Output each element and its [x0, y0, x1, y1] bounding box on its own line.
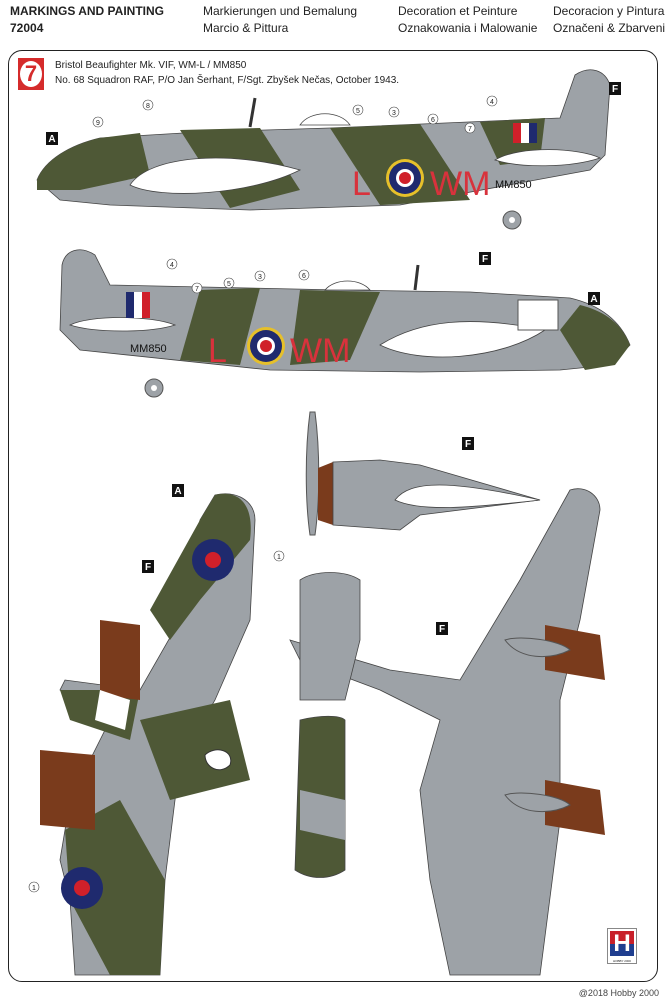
serial-right: MM850 — [130, 343, 167, 355]
svg-text:5: 5 — [227, 281, 231, 288]
svg-text:6: 6 — [431, 117, 435, 124]
svg-text:7: 7 — [195, 286, 199, 293]
header-english: MARKINGS AND PAINTING 72004 — [10, 3, 164, 37]
callout-f-1: F — [609, 82, 621, 95]
header-fr-pl: Decoration et Peinture Oznakowania i Mal… — [398, 3, 537, 37]
svg-text:A: A — [48, 134, 55, 145]
callout-a-1: A — [46, 132, 58, 145]
side-view-left: L WM MM850 — [36, 69, 611, 230]
fuselage-roundel-left — [386, 159, 424, 197]
svg-text:4: 4 — [490, 99, 494, 106]
callout-f-2: F — [479, 252, 491, 265]
callout-f-5: F — [436, 622, 448, 635]
title-italian: Marcio & Pittura — [203, 21, 289, 35]
svg-text:F: F — [465, 439, 471, 450]
callout-9: 9 — [92, 116, 104, 128]
svg-text:1: 1 — [277, 554, 281, 561]
callout-6: 6 — [427, 113, 439, 125]
svg-text:9: 9 — [96, 120, 100, 127]
svg-text:A: A — [174, 486, 181, 497]
callout-1a: 1 — [273, 550, 285, 562]
scheme-description: Bristol Beaufighter Mk. VIF, WM-L / MM85… — [55, 58, 399, 88]
callout-a-3: A — [172, 484, 184, 497]
svg-text:A: A — [590, 294, 597, 305]
callout-5: 5 — [352, 104, 364, 116]
callout-6b: 6 — [298, 269, 310, 281]
callout-5b: 5 — [223, 277, 235, 289]
title-spanish: Decoracion y Pintura — [553, 4, 665, 18]
svg-text:1: 1 — [32, 885, 36, 892]
kit-number: 72004 — [10, 21, 44, 35]
nacelle-view — [305, 411, 541, 536]
svg-text:4: 4 — [170, 262, 174, 269]
callout-f-4: F — [142, 560, 154, 573]
serial-left: MM850 — [495, 179, 532, 191]
number-callouts: 9 8 5 3 6 7 4 4 7 5 3 6 1 1 — [28, 95, 498, 893]
code-letter-left: L — [352, 165, 371, 203]
svg-text:5: 5 — [356, 108, 360, 115]
squadron-code-left: WM — [430, 165, 490, 203]
callout-3b: 3 — [254, 270, 266, 282]
callout-7b: 7 — [191, 282, 203, 294]
svg-text:7: 7 — [468, 126, 472, 133]
copyright: @2018 Hobby 2000 — [578, 988, 659, 998]
callout-4: 4 — [486, 95, 498, 107]
title-french: Decoration et Peinture — [398, 4, 518, 18]
svg-text:3: 3 — [258, 274, 262, 281]
unit-crew: No. 68 Squadron RAF, P/O Jan Šerhant, F/… — [55, 75, 400, 86]
side-view-right: L WM MM850 — [59, 249, 631, 398]
aircraft-title: Bristol Beaufighter Mk. VIF, WM-L / MM85… — [55, 60, 247, 71]
code-letter-right: L — [208, 332, 227, 370]
callouts: A F F A F A F F — [46, 82, 621, 635]
callout-a-2: A — [588, 292, 600, 305]
callout-7: 7 — [464, 122, 476, 134]
svg-text:8: 8 — [146, 103, 150, 110]
svg-text:F: F — [439, 624, 445, 635]
title-czech: Označeni & Zbarveni — [553, 21, 666, 35]
squadron-code-right: WM — [290, 332, 350, 370]
svg-text:3: 3 — [392, 110, 396, 117]
scheme-number: 7 — [20, 61, 42, 87]
fuselage-roundel-right — [247, 327, 285, 365]
title-english: MARKINGS AND PAINTING — [10, 4, 164, 18]
hobby-2000-logo: H HOBBY 2000 — [607, 928, 637, 964]
callout-3: 3 — [388, 106, 400, 118]
callout-4b: 4 — [166, 258, 178, 270]
title-german: Markierungen und Bemalung — [203, 4, 358, 18]
scheme-frame — [8, 50, 658, 982]
svg-text:F: F — [145, 562, 151, 573]
svg-text:F: F — [482, 254, 488, 265]
top-view — [40, 493, 346, 976]
header-de-it: Markierungen und Bemalung Marcio & Pittu… — [203, 3, 357, 37]
logo-letter: H — [613, 930, 631, 957]
scheme-number-badge: 7 — [18, 58, 44, 90]
callout-8: 8 — [142, 99, 154, 111]
callout-f-3: F — [462, 437, 474, 450]
title-polish: Oznakowania i Malowanie — [398, 21, 538, 35]
header-es-cz: Decoracion y Pintura Označeni & Zbarveni — [553, 3, 665, 37]
svg-text:6: 6 — [302, 273, 306, 280]
logo-text: HOBBY 2000 — [613, 959, 631, 963]
underside-view — [289, 488, 605, 976]
callout-1b: 1 — [28, 881, 40, 893]
svg-text:F: F — [612, 84, 618, 95]
